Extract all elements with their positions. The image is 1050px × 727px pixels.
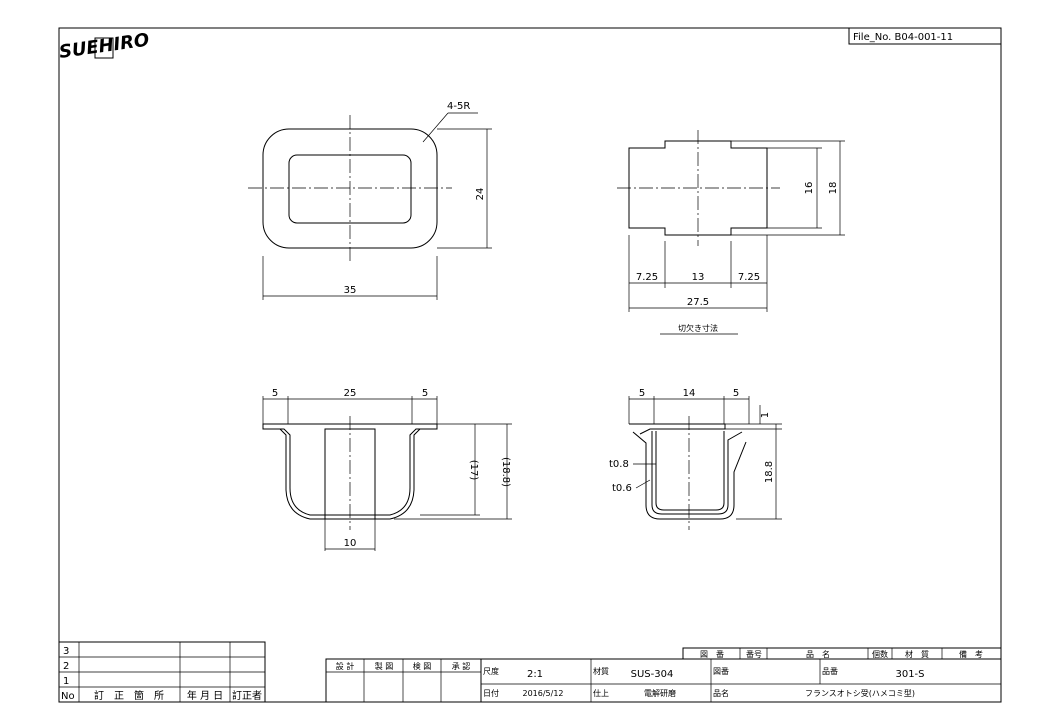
front-view: 5 25 5 (17) (18.8) 10: [262, 388, 512, 551]
side-view: 5 14 5 1 18.8 t0.8 t0.6: [609, 388, 782, 530]
parts-header-qty: 個数: [872, 649, 888, 659]
revision-row-1: 1: [63, 676, 69, 687]
dim-right-725: 7.25: [738, 272, 760, 283]
revision-header-place: 訂 正 箇 所: [94, 689, 164, 702]
parts-header-remarks: 備 考: [959, 649, 983, 659]
tb-approver: 承 認: [452, 661, 471, 671]
side-dim-flange-1: 1: [760, 412, 771, 418]
front-dim-17: (17): [468, 460, 479, 481]
parts-list-header: 図 番 番号 品 名 個数 材 質 備 考: [682, 647, 1002, 660]
side-outer-shell: [632, 431, 747, 520]
side-dim-height-188: 18.8: [764, 461, 775, 483]
tb-date-label: 日付: [483, 688, 499, 698]
cutout-caption: 切欠き寸法: [678, 323, 718, 333]
side-flange: [629, 423, 726, 435]
tb-drafter: 製 図: [375, 661, 394, 671]
front-dim-right-5: 5: [422, 388, 428, 399]
dim-outer-18: 18: [828, 182, 839, 195]
logo-mark: [94, 37, 114, 59]
title-block-frame: [325, 658, 1002, 703]
revision-table: 3 2 1 No 訂 正 箇 所 年 月 日 訂正者: [58, 641, 266, 703]
parts-header-number: 番号: [746, 649, 762, 659]
tb-finish-label: 仕上: [593, 688, 609, 698]
tb-drawing-no-label: 図番: [713, 666, 729, 676]
title-block: 設 計 製 図 検 図 承 認 尺度 2:1 材質 SUS-304 図番 品番 …: [325, 658, 1002, 703]
dim-height-24: 24: [475, 188, 486, 201]
tb-material-value: SUS-304: [631, 669, 674, 680]
tb-name-label: 品名: [713, 688, 729, 698]
tb-product-no-value: 301-S: [895, 669, 924, 680]
revision-row-3: 3: [63, 646, 69, 657]
tb-scale-value: 2:1: [527, 669, 543, 680]
revision-header-no: No: [61, 691, 75, 702]
radius-note: 4-5R: [447, 101, 470, 112]
file-no-box: [848, 27, 1002, 45]
dim-center-13: 13: [692, 272, 705, 283]
dim-inner-16: 16: [804, 182, 815, 195]
side-cup-inner: [655, 431, 725, 511]
tb-finish-value: 電解研磨: [644, 688, 676, 698]
tb-name-value: フランスオトシ受(ハメコミ型): [805, 688, 915, 698]
tb-checker: 検 図: [413, 661, 432, 671]
parts-header-frame: [682, 647, 1002, 660]
radius-leader: [422, 112, 449, 143]
thickness-06: t0.6: [612, 483, 632, 494]
revision-header-person: 訂正者: [232, 689, 262, 702]
revision-row-2: 2: [63, 661, 69, 672]
parts-header-drawing-no: 図 番: [700, 649, 724, 659]
parts-header-name: 品 名: [806, 649, 830, 659]
side-inner-shell: [651, 431, 743, 515]
dim-width-35: 35: [344, 285, 357, 296]
suehiro-logo: SUEHIRO: [58, 30, 151, 63]
front-outer-outline: [262, 423, 438, 516]
thickness-08: t0.8: [609, 459, 629, 470]
side-dim-left-5: 5: [639, 388, 645, 399]
dim-total-275: 27.5: [687, 297, 709, 308]
tb-date-value: 2016/5/12: [522, 689, 563, 698]
tb-scale-label: 尺度: [483, 666, 499, 676]
dim-left-725: 7.25: [636, 272, 658, 283]
front-dim-188: (18.8): [500, 457, 511, 487]
front-dim-left-5: 5: [272, 388, 278, 399]
front-dim-bottom-10: 10: [344, 538, 357, 549]
tb-product-no-label: 品番: [822, 666, 838, 676]
file-no: File_No. B04-001-11: [853, 32, 953, 43]
side-dim-right-5: 5: [733, 388, 739, 399]
revision-header-date: 年 月 日: [187, 689, 223, 702]
tb-designer: 設 計: [336, 661, 355, 671]
tb-material-label: 材質: [593, 666, 609, 676]
front-dim-center-25: 25: [344, 388, 357, 399]
side-dim-center-14: 14: [683, 388, 696, 399]
thick-leader-2: [635, 479, 651, 489]
parts-header-material: 材 質: [905, 649, 929, 659]
cutout-view: 16 18 7.25 13 7.25 27.5 切欠き寸法: [617, 130, 845, 335]
top-view: 4-5R 24 35: [248, 101, 492, 300]
drawing-border: [58, 27, 1002, 703]
